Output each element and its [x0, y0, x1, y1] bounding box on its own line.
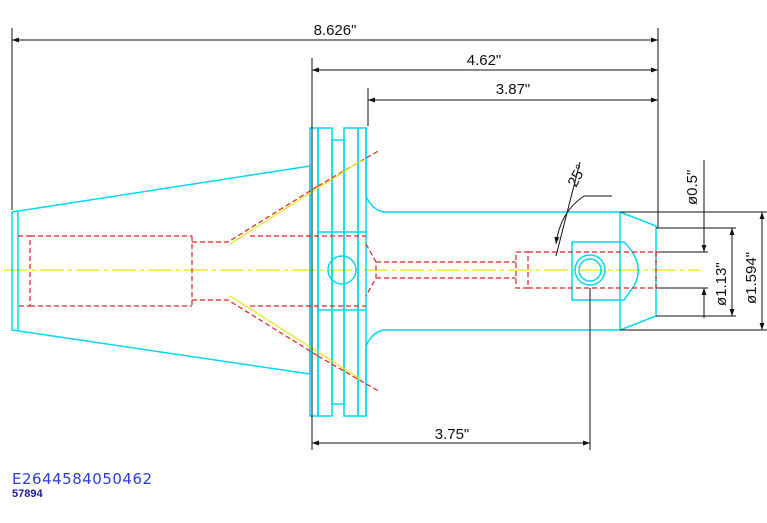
drawing-code: E2644584050462: [12, 470, 153, 488]
hidden-lines: [18, 149, 660, 393]
dimension-lines: [11, 28, 767, 450]
tool-holder-outline: [11, 127, 657, 417]
dim-body-diameter-small: ø1.13": [713, 262, 730, 306]
dim-flange-to-setscrew: 3.75": [435, 426, 470, 443]
flange-guides: [229, 159, 363, 381]
dim-bore-diameter: ø0.5": [684, 170, 701, 205]
dim-overall-length: 8.626": [314, 22, 357, 39]
drawing-number: 57894: [12, 488, 43, 500]
dim-flange-to-end: 4.62": [467, 52, 502, 69]
dim-angle: 25°: [565, 162, 591, 190]
dim-shank-length: 3.87": [496, 81, 531, 98]
dim-body-diameter-large: ø1.594": [743, 252, 760, 304]
